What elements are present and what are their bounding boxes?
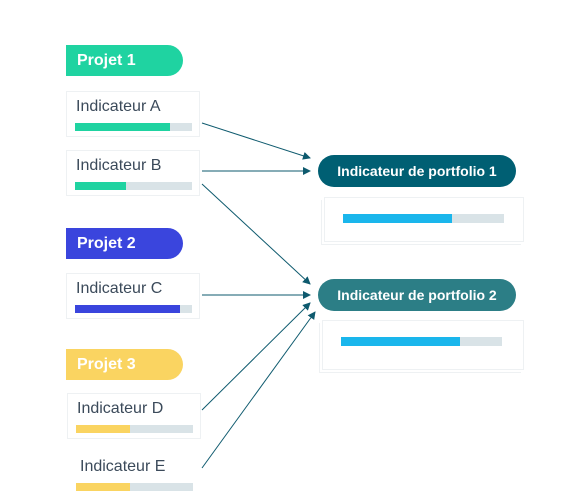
portfolio-1-card xyxy=(324,197,524,242)
portfolio-1-progress-track xyxy=(343,214,504,223)
indicator-b-label: Indicateur B xyxy=(76,157,162,174)
arrow-a-to-pf1 xyxy=(201,122,311,160)
indicator-e-label: Indicateur E xyxy=(80,458,166,475)
portfolio-2-progress-fill xyxy=(341,337,461,346)
indicator-e-progress-fill xyxy=(76,483,130,491)
indicator-c-card: Indicateur C xyxy=(66,273,200,319)
indicator-d-card: Indicateur D xyxy=(67,393,201,439)
portfolio-1-title: Indicateur de portfolio 1 xyxy=(318,155,516,187)
indicator-e-card: Indicateur E xyxy=(67,451,201,497)
portfolio-1-label: Indicateur de portfolio 1 xyxy=(337,163,497,179)
portfolio-2-title: Indicateur de portfolio 2 xyxy=(318,279,516,311)
indicator-d-progress-track xyxy=(76,425,193,433)
indicator-b-progress-fill xyxy=(75,182,127,190)
project-2-label: Projet 2 xyxy=(77,235,136,252)
indicator-a-progress-track xyxy=(75,123,192,131)
indicator-c-progress-track xyxy=(75,305,192,313)
project-1-label: Projet 1 xyxy=(77,52,136,69)
portfolio-2-label: Indicateur de portfolio 2 xyxy=(337,287,497,303)
project-3-label: Projet 3 xyxy=(77,356,136,373)
indicator-c-label: Indicateur C xyxy=(76,280,163,297)
indicator-c-progress-fill xyxy=(75,305,181,313)
project-1-header: Projet 1 xyxy=(66,45,183,76)
indicator-a-card: Indicateur A xyxy=(66,91,200,137)
portfolio-2-card xyxy=(322,320,524,370)
portfolio-1-progress-fill xyxy=(343,214,453,223)
indicator-b-card: Indicateur B xyxy=(66,150,200,196)
indicator-b-progress-track xyxy=(75,182,192,190)
project-3-header: Projet 3 xyxy=(66,349,183,380)
portfolio-2-progress-track xyxy=(341,337,502,346)
arrow-b-to-pf2 xyxy=(201,183,311,285)
indicator-a-label: Indicateur A xyxy=(76,98,161,115)
indicator-e-progress-track xyxy=(76,483,193,491)
project-2-header: Projet 2 xyxy=(66,228,183,259)
arrow-d-to-pf2 xyxy=(201,302,311,411)
arrow-e-to-pf2 xyxy=(201,311,316,469)
indicator-d-label: Indicateur D xyxy=(77,400,164,417)
indicator-a-progress-fill xyxy=(75,123,170,131)
indicator-d-progress-fill xyxy=(76,425,130,433)
